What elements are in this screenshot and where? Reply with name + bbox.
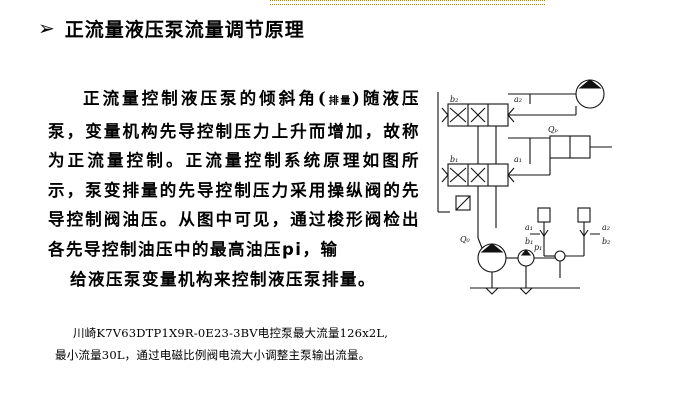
paragraph-segment: )随液压泵，变量机构先导控制压力上升而增加，故称为正流量控制。正流量控制系统原理… [48,89,421,259]
port-label: a₂ [602,223,610,232]
pilot-valve-right [577,207,591,223]
flow-label: Q₀ [460,235,471,244]
pressure-symbol: pi [282,239,303,259]
paragraph-text: 正流量控制液压泵的倾斜角(排量)随液压泵，变量机构先导控制压力上升而增加，故称为… [48,84,420,265]
port-label: a₁ [525,223,533,232]
body-paragraph: 正流量控制液压泵的倾斜角(排量)随液压泵，变量机构先导控制压力上升而增加，故称为… [48,84,420,294]
paragraph-segment: ，输 [302,239,339,259]
page-title: 正流量液压泵流量调节原理 [64,18,305,41]
hydraulic-circuit-diagram: b₂ a₂ b₁ a₁ Q₀ Qₚ p₁ a₁ b₁ a₂ b₂ [437,79,612,295]
shuttle-valve [554,250,566,262]
port-label: b₁ [525,237,533,246]
port-label: b₂ [450,95,458,104]
footnote-line-1: 川崎K7V63DTP1X9R-0E23-3BV电控泵最大流量126x2L, [73,326,389,340]
arrow-bullet-icon: ➢ [38,16,55,40]
paragraph-small-text: 排量 [327,96,352,107]
header-rule [270,0,545,5]
port-label: b₂ [602,237,610,246]
footnote: 川崎K7V63DTP1X9R-0E23-3BV电控泵最大流量126x2L, 最小… [55,322,425,366]
pilot-valve-left [537,207,551,223]
port-label: b₁ [450,155,458,164]
flow-label: Qₚ [548,125,559,134]
port-label: a₂ [514,95,522,104]
footnote-line-2: 最小流量30L，通过电磁比例阀电流大小调整主泵输出流量。 [55,348,371,362]
pressure-label: p₁ [534,243,542,252]
paragraph-segment: 正流量控制液压泵的倾斜角( [83,89,328,108]
paragraph-last-line: 给液压泵变量机构来控制液压泵排量。 [70,269,376,289]
port-label: a₁ [514,155,522,164]
section-header: ➢ 正流量液压泵流量调节原理 [38,14,305,42]
